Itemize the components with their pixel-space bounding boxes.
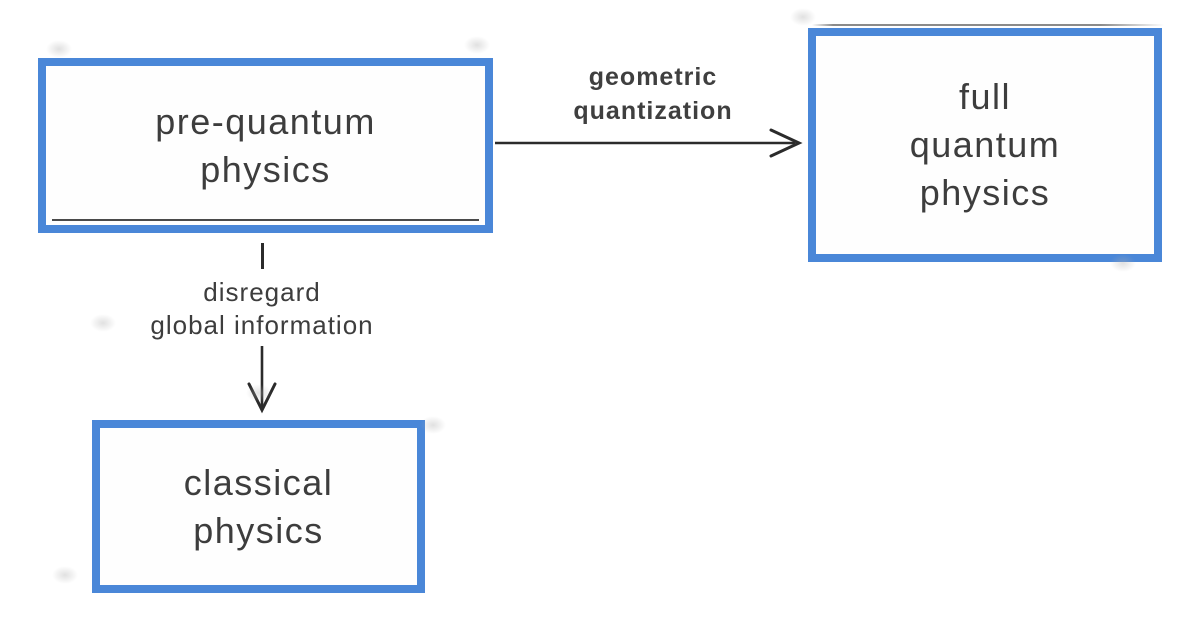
node-label-full-quantum: full quantum physics [909,76,1061,213]
artifact-line [52,219,479,221]
artifact-smudge [464,36,490,54]
arrow-right-icon [495,128,803,158]
edge-connector-line [261,243,264,269]
edge-label-disregard-global-information: disregard global information [150,277,374,340]
node-label-classical: classical physics [183,461,334,551]
edge-label-geometric-quantization: geometric quantization [573,63,733,125]
node-pre-quantum-physics: pre-quantum physics [38,58,493,233]
node-label-pre-quantum: pre-quantum physics [155,100,376,190]
node-full-quantum-physics: full quantum physics [808,28,1162,262]
artifact-line [812,24,1164,26]
artifact-smudge [52,566,78,584]
arrow-down-icon [247,346,277,414]
artifact-smudge [46,40,72,58]
node-classical-physics: classical physics [92,420,425,593]
